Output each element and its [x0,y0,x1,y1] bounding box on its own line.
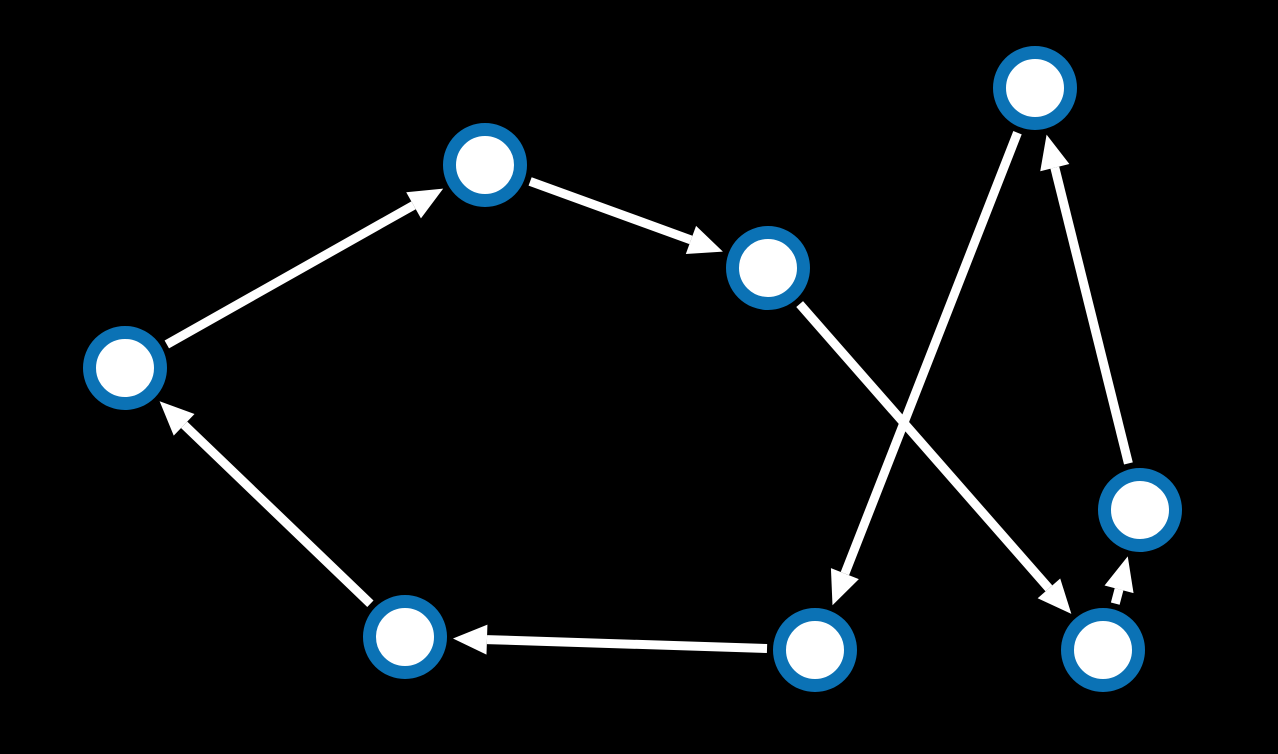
node-ring [726,226,810,310]
arrowhead-icon [1104,556,1134,594]
edge-shaft [486,635,768,653]
arrowhead-icon [830,568,859,606]
graph-edge [1104,556,1134,605]
edge-shaft [528,177,693,245]
graph-edge [164,188,444,349]
node-fill [779,614,851,686]
edge-shaft [1050,166,1133,465]
node-fill [732,232,804,304]
edge-shaft [1110,588,1124,605]
node-fill [999,52,1071,124]
graph-edge [796,301,1072,614]
arrowhead-icon [685,225,723,255]
graph-node[interactable] [1061,608,1145,692]
graph-node[interactable] [1098,468,1182,552]
graph-edge [452,624,768,655]
graph-node[interactable] [443,123,527,207]
graph-edge [1040,134,1133,465]
arrowhead-icon [406,188,444,219]
arrowhead-icon [1040,134,1070,172]
node-fill [1104,474,1176,546]
node-ring [363,595,447,679]
graph-node[interactable] [726,226,810,310]
node-ring [443,123,527,207]
edge-shaft [796,301,1053,592]
node-ring [773,608,857,692]
node-ring [993,46,1077,130]
graph-edge [159,401,374,607]
node-fill [369,601,441,673]
arrowhead-icon [452,624,488,655]
graph-node[interactable] [773,608,857,692]
nodes-layer [83,46,1182,692]
node-fill [89,332,161,404]
node-ring [83,326,167,410]
edge-shaft [181,421,374,607]
edge-shaft [840,131,1022,576]
edges-layer [159,131,1134,655]
node-fill [449,129,521,201]
node-fill [1067,614,1139,686]
graph-node[interactable] [83,326,167,410]
graph-edge [830,131,1022,606]
node-ring [1098,468,1182,552]
node-ring [1061,608,1145,692]
arrowhead-icon [1037,578,1072,614]
graph-node[interactable] [993,46,1077,130]
edge-shaft [164,201,416,349]
graph-node[interactable] [363,595,447,679]
arrowhead-icon [159,401,195,436]
graph-edge [528,177,723,255]
